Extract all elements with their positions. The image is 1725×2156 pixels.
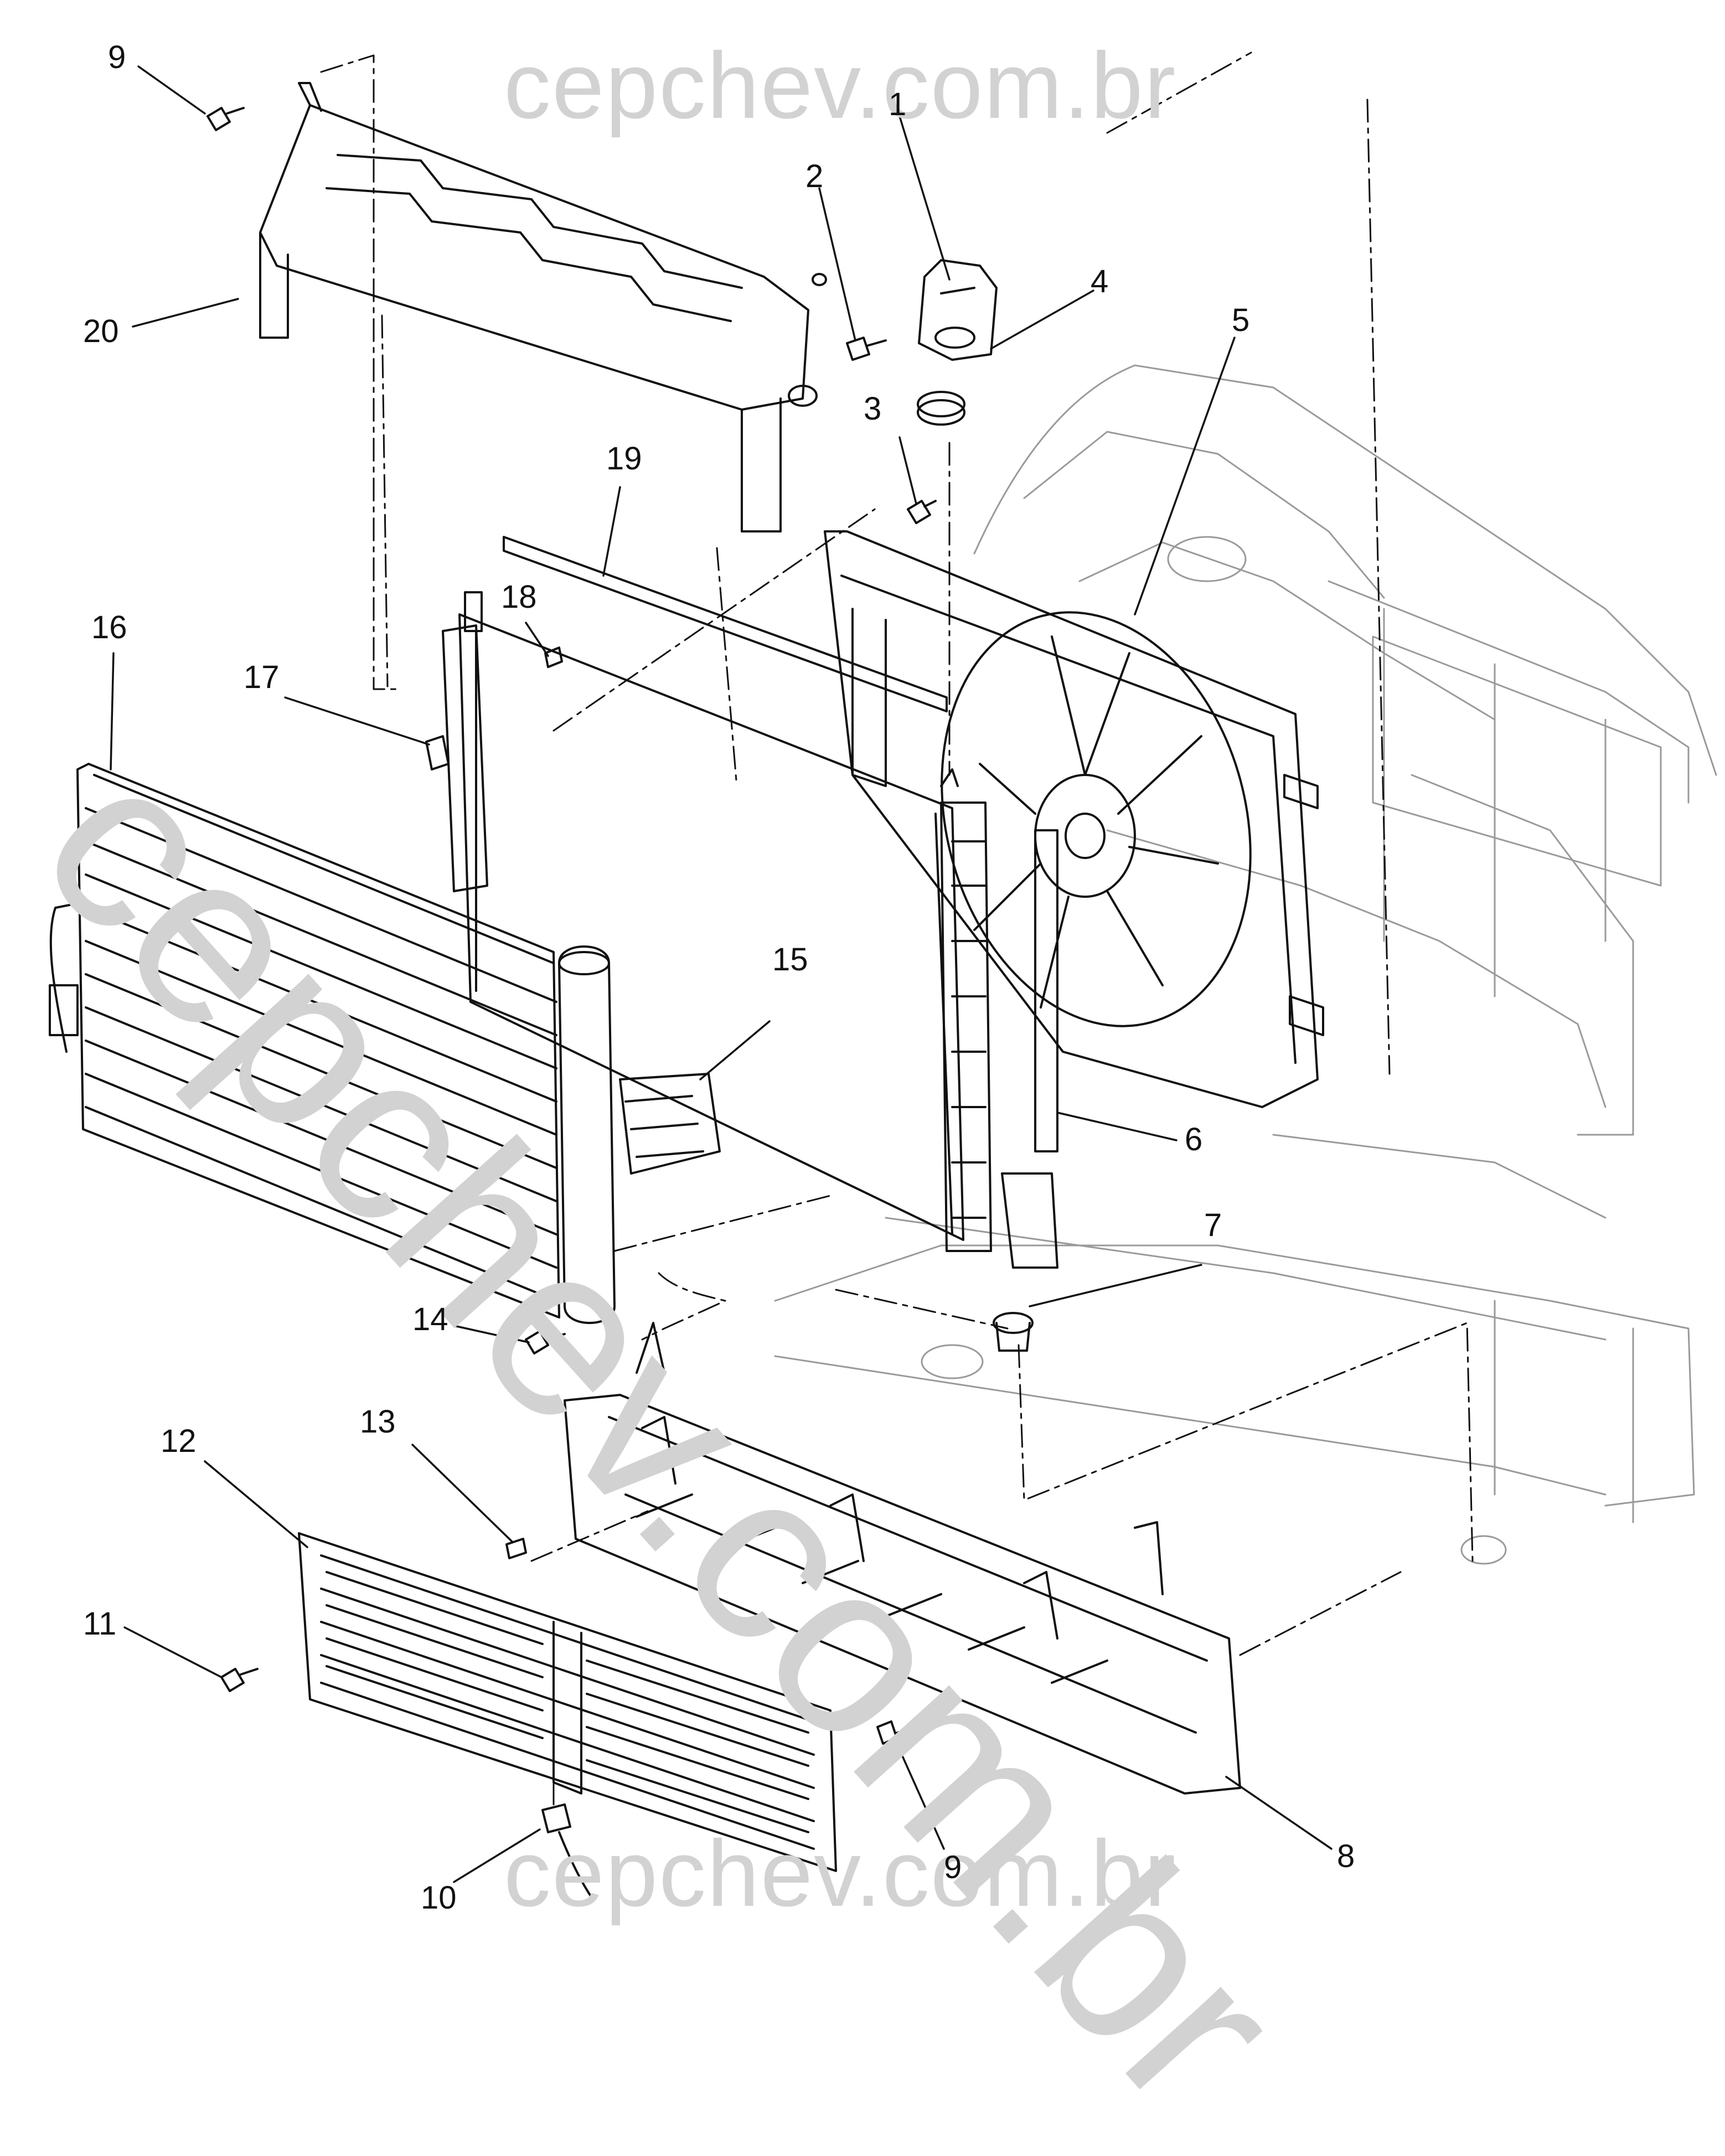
callout-18: 18 xyxy=(501,579,537,615)
side-seal-part-6 xyxy=(1034,829,1058,1152)
upper-mount-bracket-part-1 xyxy=(918,259,998,361)
bolt-part-3 xyxy=(907,500,937,524)
bracket-part-17 xyxy=(425,735,450,771)
condenser-part-16 xyxy=(49,763,616,1324)
upper-air-baffle-part-20 xyxy=(259,82,827,532)
fan-shroud-part-5 xyxy=(824,530,1324,1108)
callout-1: 1 xyxy=(889,86,907,122)
vehicle-body-structure xyxy=(774,364,1717,1565)
callout-15: 15 xyxy=(772,942,808,978)
watermark-bottom: cepchev.com.br xyxy=(504,1821,1177,1926)
bolt-part-14 xyxy=(525,1330,566,1354)
radiator-assembly xyxy=(442,591,1058,1269)
watermark-top: cepchev.com.br xyxy=(504,33,1177,138)
lower-air-deflector-part-8 xyxy=(564,1322,1241,1795)
callout-10: 10 xyxy=(421,1880,457,1916)
callout-19: 19 xyxy=(606,441,642,477)
callout-4: 4 xyxy=(1091,263,1109,299)
air-deflector-part-15 xyxy=(619,1073,721,1175)
callout-17: 17 xyxy=(244,659,280,695)
parts-illustration xyxy=(49,51,1717,1900)
callout-8: 8 xyxy=(1337,1838,1355,1874)
callout-11: 11 xyxy=(83,1606,117,1642)
clip-part-18 xyxy=(544,647,563,668)
clip-part-13 xyxy=(505,1538,527,1559)
exploded-parts-diagram: cepchev.com.br cepchev.com.br cepchev.co… xyxy=(0,33,1717,2156)
connector-part-10 xyxy=(541,1803,593,1900)
callout-20: 20 xyxy=(83,313,119,349)
callout-9-upper: 9 xyxy=(108,39,126,75)
callout-7: 7 xyxy=(1204,1207,1222,1243)
grille-part-12 xyxy=(298,1532,837,1872)
callout-5: 5 xyxy=(1232,302,1250,338)
callout-12: 12 xyxy=(161,1423,197,1459)
callout-leaders xyxy=(110,65,1333,1883)
callout-2: 2 xyxy=(805,158,824,194)
bolt-part-11 xyxy=(220,1668,259,1692)
callout-3: 3 xyxy=(864,391,882,427)
insulator-part-7 xyxy=(993,1312,1034,1352)
bolt-part-2 xyxy=(846,337,887,361)
seal-strip-part-19 xyxy=(503,536,948,712)
alignment-lines xyxy=(320,51,1474,1811)
bolt-part-9-lower xyxy=(876,1720,898,1745)
callout-9-lower: 9 xyxy=(944,1849,962,1885)
callout-14: 14 xyxy=(412,1301,448,1337)
callout-6: 6 xyxy=(1185,1121,1203,1157)
insulator-part-4 xyxy=(917,391,965,426)
callout-13: 13 xyxy=(360,1404,396,1440)
callout-16: 16 xyxy=(91,609,127,645)
bolt-part-9-upper xyxy=(206,107,245,131)
